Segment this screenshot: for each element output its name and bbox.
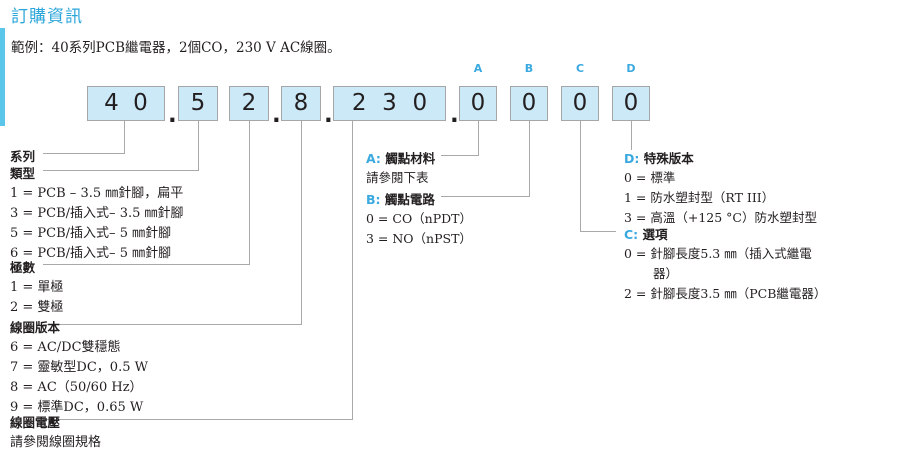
code-digit: 5: [190, 90, 206, 116]
legend-heading-coil-voltage: 線圈電壓: [10, 415, 61, 430]
legend-item: 0 = 標準: [624, 170, 676, 185]
code-box-type: 5: [178, 86, 218, 121]
code-separator: .: [168, 102, 177, 128]
code-separator: .: [324, 102, 333, 128]
connector-a-h: [441, 155, 479, 156]
connector-coil-voltage-v: [352, 121, 353, 419]
connector-coil-version-h: [43, 324, 302, 325]
code-box-series: 4 0: [87, 86, 165, 121]
code-digit: 3: [382, 90, 397, 116]
legend-item: 2 = 雙極: [10, 300, 64, 315]
connector-type-v: [198, 121, 199, 170]
code-box-option: 0: [561, 86, 599, 121]
legend-item: 8 = AC（50/60 Hz）: [10, 380, 143, 395]
connector-poles-h: [43, 264, 250, 265]
code-box-contact-circuit: 0: [510, 86, 548, 121]
legend-key-c: C:: [624, 227, 639, 242]
code-box-coil-voltage: 2 3 0: [333, 86, 446, 121]
connector-a-v: [478, 121, 479, 155]
connector-b-h: [441, 196, 530, 197]
code-digit: 0: [470, 90, 486, 116]
legend-heading-text: 選項: [642, 227, 668, 242]
code-digit: 0: [412, 90, 428, 116]
connector-series-h: [43, 153, 125, 154]
code-box-coil-version: 8: [281, 86, 321, 121]
code-separator: .: [450, 102, 459, 128]
code-digit: 0: [623, 90, 639, 116]
connector-c-h: [580, 231, 616, 232]
legend-heading-contact-material: A: 觸點材料: [366, 148, 435, 167]
legend-item: 9 = 標準DC，0.65 W: [10, 400, 144, 415]
code-separator: .: [272, 102, 281, 128]
legend-item: 2 = 針腳長度3.5 ㎜（PCB繼電器）: [624, 286, 827, 301]
code-digit: 8: [293, 90, 309, 116]
code-digit: 0: [572, 90, 588, 116]
legend-heading-special-version: D: 特殊版本: [624, 148, 694, 167]
legend-item: 器）: [653, 266, 679, 281]
legend-heading-coil-version: 線圈版本: [10, 320, 61, 335]
code-digit: 0: [133, 90, 148, 116]
column-letter-d: D: [626, 62, 636, 75]
connector-series-v: [124, 121, 125, 153]
legend-item: 3 = PCB/插入式– 3.5 ㎜針腳: [10, 206, 184, 221]
legend-heading-series: 系列: [10, 149, 36, 164]
legend-heading-text: 特殊版本: [643, 151, 694, 166]
legend-heading-type: 類型: [10, 166, 36, 181]
connector-coil-voltage-h: [43, 419, 353, 420]
legend-item: 1 = 防水塑封型（RT III）: [624, 190, 775, 205]
code-digit: 0: [521, 90, 537, 116]
code-box-special: 0: [612, 86, 650, 121]
legend-key-a: A:: [366, 151, 381, 166]
connector-poles-v: [249, 121, 250, 264]
legend-item: 0 = CO（nPDT）: [366, 211, 473, 226]
code-digit: 2: [241, 90, 257, 116]
legend-item: 1 = 單極: [10, 280, 64, 295]
legend-item: 請參閱下表: [366, 170, 429, 185]
page-title: 訂購資訊: [11, 7, 83, 27]
example-subtitle: 範例：40系列PCB繼電器，2個CO，230 V AC線圈。: [11, 40, 341, 56]
legend-heading-poles: 極數: [10, 260, 36, 275]
legend-item: 1 = PCB – 3.5 ㎜針腳，扁平: [10, 186, 184, 201]
legend-item: 0 = 針腳長度5.3 ㎜（插入式繼電: [624, 246, 812, 261]
connector-coil-version-v: [301, 121, 302, 324]
left-accent-bar: [0, 28, 5, 126]
connector-c-v: [580, 121, 581, 231]
legend-key-d: D:: [624, 151, 640, 166]
column-letter-a: A: [473, 62, 483, 75]
column-letter-b: B: [524, 62, 534, 75]
code-box-contact-material: 0: [459, 86, 497, 121]
legend-heading-option: C: 選項: [624, 224, 668, 243]
connector-type-h: [43, 170, 199, 171]
legend-key-b: B:: [366, 192, 381, 207]
connector-b-v: [529, 121, 530, 196]
legend-item: 6 = PCB/插入式– 5 ㎜針腳: [10, 246, 172, 261]
code-box-poles: 2: [229, 86, 269, 121]
connector-d-v: [631, 121, 632, 150]
legend-item: 請參閱線圈規格: [10, 435, 102, 450]
legend-item: 6 = AC/DC雙穩態: [10, 340, 121, 355]
legend-heading-contact-circuit: B: 觸點電路: [366, 189, 435, 208]
code-digit: 4: [104, 90, 119, 116]
legend-item: 5 = PCB/插入式– 5 ㎜針腳: [10, 226, 172, 241]
legend-item: 3 = NO（nPST）: [366, 231, 472, 246]
legend-item: 7 = 靈敏型DC，0.5 W: [10, 360, 148, 375]
legend-heading-text: 觸點材料: [385, 151, 436, 166]
column-letter-c: C: [575, 62, 585, 75]
legend-heading-text: 觸點電路: [384, 192, 435, 207]
code-digit: 2: [351, 90, 367, 116]
legend-item: 3 = 高溫（+125 °C）防水塑封型: [624, 210, 817, 225]
